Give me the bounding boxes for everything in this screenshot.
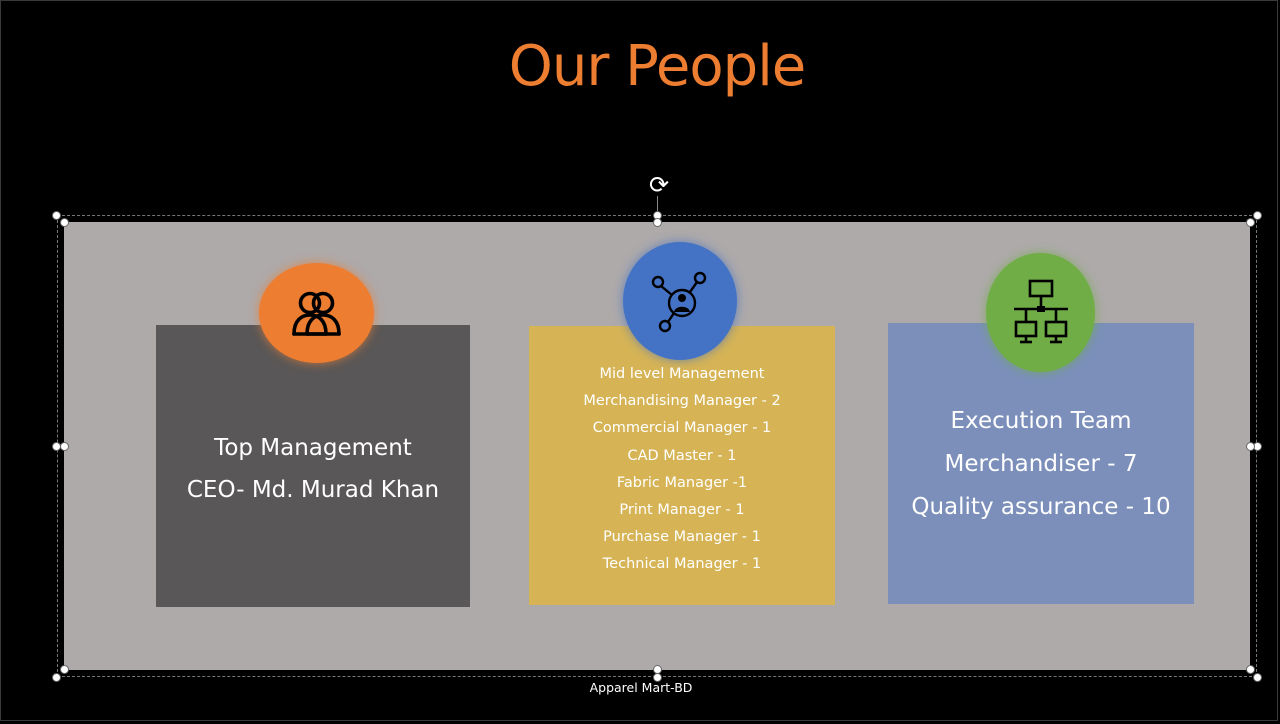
resize-handle-top-center-inner[interactable] (653, 218, 662, 227)
quality-assurance-count: Quality assurance - 10 (911, 494, 1171, 520)
ceo-name: CEO- Md. Murad Khan (186, 477, 440, 503)
resize-handle-top-left-inner[interactable] (60, 218, 69, 227)
rotate-handle-icon[interactable]: ⟳ (648, 171, 670, 199)
resize-handle-top-right[interactable] (1253, 211, 1262, 220)
slide-title[interactable]: Our People (508, 34, 806, 99)
execution-team-heading: Execution Team (950, 408, 1132, 434)
resize-handle-bottom-right-inner[interactable] (1246, 665, 1255, 674)
mid-level-card[interactable]: Mid level Management Merchandising Manag… (529, 326, 835, 605)
users-icon (291, 291, 341, 336)
mid-level-item: Fabric Manager -1 (616, 474, 748, 491)
execution-team-badge[interactable] (986, 253, 1095, 372)
social-network-icon (651, 271, 707, 333)
slide-footer: Apparel Mart-BD (589, 680, 693, 695)
resize-handle-top-right-inner[interactable] (1246, 218, 1255, 227)
mid-level-lines: Mid level Management Merchandising Manag… (529, 361, 835, 579)
mid-level-heading: Mid level Management (599, 366, 765, 382)
resize-handle-bottom-center-outer[interactable] (653, 673, 662, 682)
mid-level-item: Commercial Manager - 1 (592, 420, 772, 437)
mid-level-item: Technical Manager - 1 (602, 556, 762, 573)
mid-level-item: Merchandising Manager - 2 (583, 393, 781, 410)
mid-level-item: Print Manager - 1 (619, 502, 745, 519)
top-management-lines: Top Management CEO- Md. Murad Khan (156, 427, 470, 511)
mid-level-item: Purchase Manager - 1 (603, 529, 761, 546)
resize-handle-top-left[interactable] (52, 211, 61, 220)
network-computers-icon (1013, 279, 1068, 343)
merchandiser-count: Merchandiser - 7 (944, 451, 1138, 477)
top-management-card[interactable]: Top Management CEO- Md. Murad Khan (156, 325, 470, 607)
resize-handle-middle-right-inner[interactable] (1246, 442, 1255, 451)
execution-team-lines: Execution Team Merchandiser - 7 Quality … (888, 400, 1194, 529)
top-management-badge[interactable] (259, 263, 374, 363)
top-management-heading: Top Management (214, 435, 412, 461)
resize-handle-bottom-left[interactable] (52, 673, 61, 682)
resize-handle-bottom-left-inner[interactable] (60, 665, 69, 674)
resize-handle-bottom-right[interactable] (1253, 673, 1262, 682)
mid-level-badge[interactable] (623, 242, 737, 360)
mid-level-item: CAD Master - 1 (627, 447, 737, 464)
resize-handle-middle-left-inner[interactable] (60, 442, 69, 451)
rotate-handle-stem (657, 196, 658, 214)
